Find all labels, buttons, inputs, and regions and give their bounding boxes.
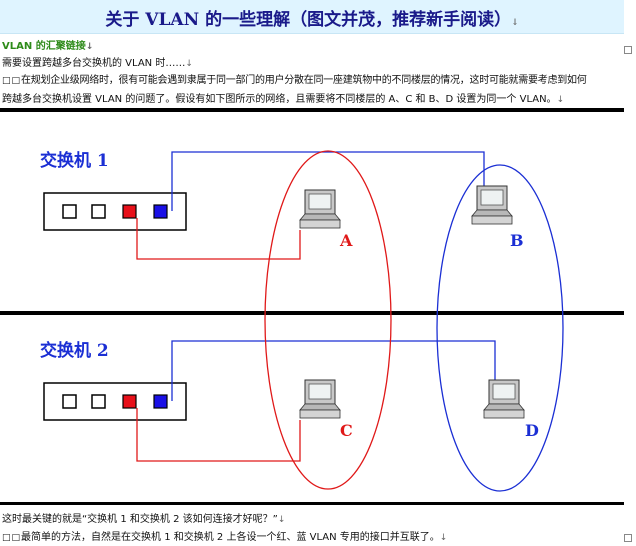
red-port <box>122 394 137 409</box>
paragraph-4: □□最简单的方法，自然是在交换机 1 和交换机 2 上各设一个红、蓝 VLAN … <box>2 532 448 543</box>
computer-b <box>471 185 513 225</box>
pc-label-c: C <box>340 421 353 440</box>
paragraph-2-line-1: □□在规划企业级网络时，很有可能会遇到隶属于同一部门的用户分散在同一座建筑物中的… <box>2 75 587 86</box>
switch-2 <box>43 382 187 421</box>
red-cable-switch1-a <box>136 218 301 260</box>
return-mark: ↓ <box>511 18 519 28</box>
divider-line <box>0 502 624 505</box>
title-text: 关于 VLAN 的一些理解（图文并茂，推荐新手阅读） <box>105 10 512 30</box>
computer-a <box>299 189 341 229</box>
divider-line <box>0 311 624 315</box>
blue-port <box>153 394 168 409</box>
red-port <box>122 204 137 219</box>
page-title: 关于 VLAN 的一些理解（图文并茂，推荐新手阅读）↓ <box>0 5 624 30</box>
pc-label-d: D <box>525 421 539 440</box>
margin-mark <box>624 46 632 54</box>
switch-1-label: 交换机 1 <box>40 150 109 171</box>
blue-vlan-group <box>436 164 564 492</box>
switch-port <box>62 394 77 409</box>
title-bar: 关于 VLAN 的一些理解（图文并茂，推荐新手阅读）↓ <box>0 0 624 34</box>
switch-1 <box>43 192 187 231</box>
paragraph-2-line-2: 跨越多台交换机设置 VLAN 的问题了。假设有如下图所示的网络，且需要将不同楼层… <box>2 94 565 105</box>
computer-d <box>483 379 525 419</box>
divider-line <box>0 108 624 112</box>
section-heading: VLAN 的汇聚链接↓ <box>2 41 94 52</box>
red-cable-switch2-c <box>136 408 301 462</box>
blue-cable-switch1-b <box>171 151 485 211</box>
switch-2-label: 交换机 2 <box>40 340 109 361</box>
switch-port <box>62 204 77 219</box>
pc-label-a: A <box>339 231 353 250</box>
computer-c <box>299 379 341 419</box>
paragraph-1: 需要设置跨越多台交换机的 VLAN 时……↓ <box>2 58 193 69</box>
switch-port <box>91 204 106 219</box>
blue-port <box>153 204 168 219</box>
box-glyph: □□ <box>2 533 22 543</box>
switch-port <box>91 394 106 409</box>
box-glyph: □□ <box>2 76 22 86</box>
pc-label-b: B <box>510 231 524 250</box>
blue-cable-switch2-d <box>171 340 496 401</box>
margin-mark <box>624 534 632 542</box>
paragraph-3: 这时最关键的就是“交换机 1 和交换机 2 该如何连接才好呢？”↓ <box>2 514 286 525</box>
red-vlan-group <box>264 150 392 490</box>
